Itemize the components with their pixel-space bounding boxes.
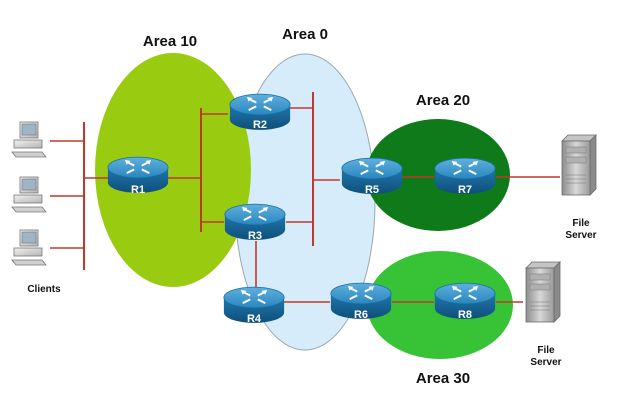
clients-group: Clients — [11, 121, 61, 295]
area-10-region — [95, 53, 251, 287]
router-r4-label: R4 — [247, 313, 262, 325]
router-r5-label: R5 — [365, 184, 379, 196]
file-server-top: File Server — [561, 134, 597, 241]
file-server-bottom: File Server — [525, 261, 562, 368]
client-pc-icon — [11, 121, 47, 158]
network-links — [50, 92, 560, 303]
router-r3: R3 — [223, 203, 287, 242]
router-r6: R6 — [329, 282, 393, 321]
router-r2: R2 — [228, 93, 292, 131]
file-server-bottom-label-line2: Server — [530, 357, 561, 368]
server-icon — [561, 134, 597, 196]
area-10-label: Area 10 — [143, 33, 197, 50]
router-r8: R8 — [433, 282, 497, 321]
router-r8-label: R8 — [458, 309, 472, 321]
clients-label: Clients — [27, 284, 61, 295]
file-server-top-label-line2: Server — [565, 230, 596, 241]
router-r4: R4 — [222, 286, 286, 325]
client-pc-icon — [11, 176, 47, 213]
router-r1: R1 — [106, 156, 170, 196]
file-server-top-label-line1: File — [572, 218, 590, 229]
router-r5: R5 — [340, 157, 404, 196]
file-server-bottom-label-line1: File — [537, 345, 555, 356]
area-20-label: Area 20 — [416, 92, 470, 109]
area-0-label: Area 0 — [282, 26, 328, 43]
area-30-label: Area 30 — [416, 370, 470, 387]
server-icon — [525, 261, 561, 323]
router-r1-label: R1 — [131, 184, 145, 196]
router-r2-label: R2 — [253, 119, 267, 131]
router-r7-label: R7 — [458, 184, 472, 196]
client-pc-icon — [11, 229, 47, 266]
router-r6-label: R6 — [354, 309, 368, 321]
router-r7: R7 — [433, 157, 497, 196]
router-r3-label: R3 — [248, 230, 262, 242]
